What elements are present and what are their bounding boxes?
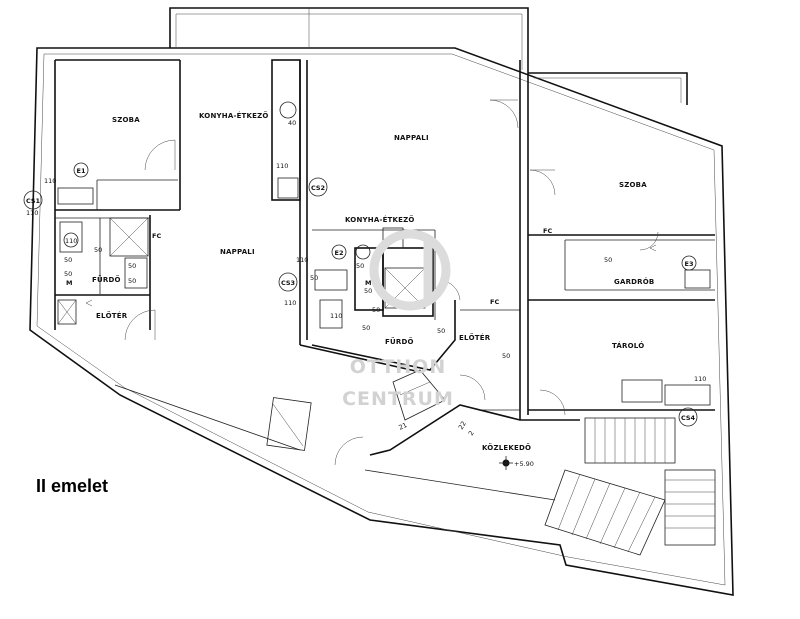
- tag-m1: M: [66, 279, 72, 287]
- tag-cs2: CS2: [311, 184, 325, 192]
- dim-50-b: 50: [64, 256, 72, 264]
- elevation-label: +5.90: [514, 460, 534, 468]
- tag-cs4: CS4: [681, 414, 696, 422]
- tag-cs3: CS3: [281, 279, 295, 287]
- stair-label-21: 21: [397, 421, 408, 432]
- dim-50-h: 50: [310, 274, 318, 282]
- dim-110-d: 110: [276, 162, 288, 170]
- room-label-eloter-left: ELŐTÉR: [96, 311, 128, 320]
- room-label-szoba-right: SZOBA: [619, 181, 647, 189]
- tags: CS1 CS2 CS3 CS4 E1 E2 E3 FC FC FC M M: [23, 162, 698, 427]
- dim-50-e: 50: [128, 277, 136, 285]
- dim-110-e: 110: [284, 299, 296, 307]
- watermark-line1: OTTHON: [350, 356, 446, 378]
- dim-50-c: 50: [64, 270, 72, 278]
- room-label-szoba-left: SZOBA: [112, 116, 140, 124]
- tag-fc1: FC: [152, 232, 161, 240]
- dim-50-k: 50: [437, 327, 445, 335]
- room-label-furdo-left: FÜRDŐ: [92, 275, 121, 284]
- room-label-konyha-mid: KONYHA-ÉTKEZŐ: [345, 215, 415, 224]
- room-label-tarolo: TÁROLÓ: [612, 341, 644, 350]
- dim-50-d: 50: [128, 262, 136, 270]
- room-label-kozlekedo: KÖZLEKEDŐ: [482, 443, 531, 452]
- room-labels: SZOBA KONYHA-ÉTKEZŐ NAPPALI FÜRDŐ ELŐTÉR…: [92, 111, 654, 452]
- dim-50-g: 50: [364, 287, 372, 295]
- dim-110-a: 110: [44, 177, 56, 185]
- floor-label: II emelet: [36, 476, 108, 496]
- tag-e1: E1: [77, 167, 86, 175]
- dim-110-f: 110: [296, 256, 308, 264]
- room-label-nappali-left: NAPPALI: [220, 248, 255, 256]
- interior-walls: [54, 59, 715, 501]
- dim-110-h: 110: [694, 375, 706, 383]
- room-label-eloter-mid: ELŐTÉR: [459, 333, 491, 342]
- dimension-numbers: 110 110 110 110 110 110 110 110 40 50 50…: [26, 119, 706, 383]
- dim-110-g: 110: [330, 312, 342, 320]
- room-label-konyha-left: KONYHA-ÉTKEZŐ: [199, 111, 269, 120]
- dim-40: 40: [288, 119, 296, 127]
- tag-e2: E2: [335, 249, 344, 257]
- tag-e3: E3: [685, 260, 694, 268]
- annotations: +5.90 21 22 2: [85, 244, 657, 470]
- dim-50-f: 50: [356, 262, 364, 270]
- dim-110-b: 110: [26, 209, 38, 217]
- stair-step-count: 2: [467, 429, 476, 437]
- tag-m2: M: [365, 279, 371, 287]
- dim-50-l: 50: [604, 256, 612, 264]
- watermark: OTTHON CENTRUM: [342, 229, 454, 410]
- outer-walls: [29, 7, 734, 596]
- tag-fc2: FC: [543, 227, 552, 235]
- room-label-gardrob: GARDRÓB: [614, 277, 654, 286]
- tag-cs1: CS1: [26, 197, 41, 205]
- dim-50-j: 50: [362, 324, 370, 332]
- tag-fc3: FC: [490, 298, 499, 306]
- watermark-line2: CENTRUM: [342, 388, 454, 410]
- dim-50-i: 50: [372, 306, 380, 314]
- stairs: [392, 369, 716, 556]
- room-label-nappali-mid: NAPPALI: [394, 134, 429, 142]
- dim-50-m: 50: [502, 352, 510, 360]
- room-label-furdo-mid: FÜRDŐ: [385, 337, 414, 346]
- stair-label-22: 22: [457, 420, 468, 431]
- dim-50-a: 50: [94, 246, 102, 254]
- dim-110-c: 110: [65, 237, 77, 245]
